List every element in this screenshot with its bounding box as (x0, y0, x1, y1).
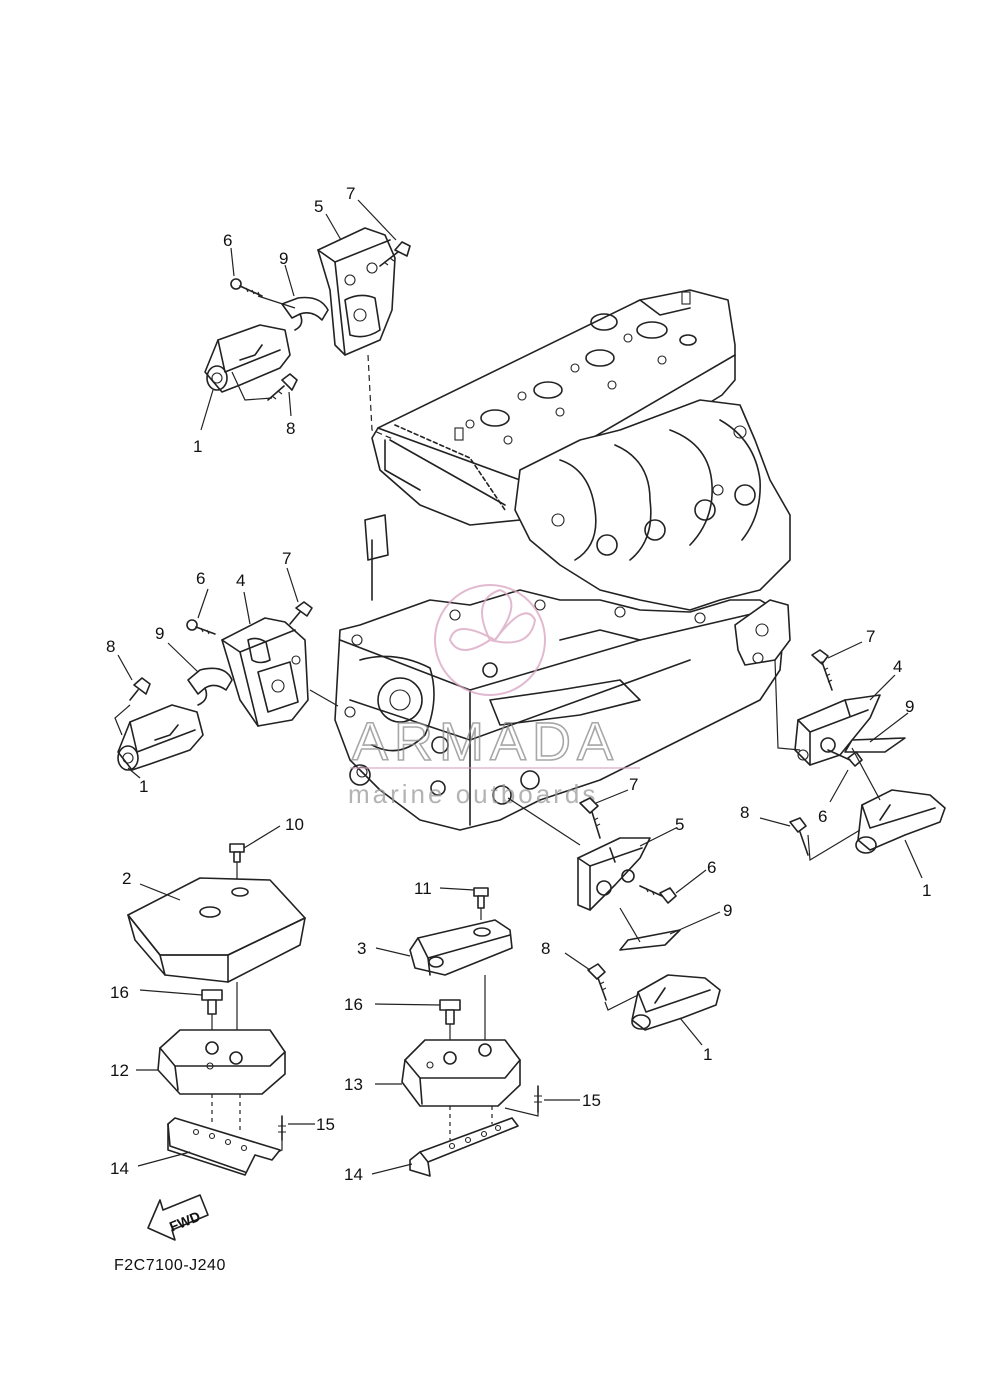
bolt-icon (186, 619, 216, 635)
bolt-icon (579, 797, 601, 839)
callout-13: 13 (344, 1075, 363, 1094)
callout-1: 1 (139, 777, 148, 796)
watermark-brand: ARMADA (352, 712, 619, 772)
bolt-icon (267, 373, 298, 401)
callout-7: 7 (346, 184, 355, 203)
callout-1: 1 (193, 437, 202, 456)
callout-15: 15 (316, 1115, 335, 1134)
mount-assembly-center (507, 789, 721, 1046)
callout-9: 9 (279, 249, 288, 268)
callout-6: 6 (196, 569, 205, 588)
bolt-icon (201, 989, 223, 1015)
mount-stack-center (371, 887, 580, 1177)
callout-9: 9 (155, 624, 164, 643)
callout-9: 9 (723, 901, 732, 920)
pin-icon (534, 1085, 542, 1113)
bolt-icon (473, 887, 489, 909)
mount-stack-left (127, 825, 315, 1176)
callout-5: 5 (675, 815, 684, 834)
watermark-tagline: marine outboards (348, 779, 598, 809)
callout-7: 7 (629, 775, 638, 794)
callout-8: 8 (740, 803, 749, 822)
diagram-code: F2C7100-J240 (114, 1257, 226, 1274)
callout-14: 14 (344, 1165, 363, 1184)
bolt-icon (811, 649, 833, 691)
callout-2: 2 (122, 869, 131, 888)
bolt-icon (379, 241, 411, 267)
callout-15: 15 (582, 1091, 601, 1110)
callout-9: 9 (905, 697, 914, 716)
callout-1: 1 (703, 1045, 712, 1064)
mount-assembly-right (759, 641, 946, 879)
callout-14: 14 (110, 1159, 129, 1178)
bolt-icon (587, 963, 607, 1001)
callout-7: 7 (282, 549, 291, 568)
forward-direction-arrow: FWD (147, 1194, 209, 1241)
bolt-icon (230, 278, 263, 297)
bolt-icon (129, 677, 151, 701)
callout-16: 16 (344, 995, 363, 1014)
pin-icon (278, 1115, 286, 1141)
bolt-icon (827, 749, 863, 767)
callout-labels: 6 5 7 9 1 8 6 7 4 9 8 1 7 4 9 6 8 1 7 5 … (106, 184, 931, 1184)
bolt-icon (639, 885, 677, 904)
callout-6: 6 (707, 858, 716, 877)
bolt-icon (789, 817, 809, 856)
bolt-icon (439, 999, 461, 1025)
callout-6: 6 (818, 807, 827, 826)
watermark-logo: ARMADA marine outboards (348, 584, 640, 809)
callout-4: 4 (236, 571, 245, 590)
callout-5: 5 (314, 197, 323, 216)
callout-1: 1 (922, 881, 931, 900)
callout-11: 11 (414, 879, 432, 898)
callout-8: 8 (286, 419, 295, 438)
callout-8: 8 (541, 939, 550, 958)
engine-block-illustration (334, 289, 791, 831)
callout-16: 16 (110, 983, 129, 1002)
callout-8: 8 (106, 637, 115, 656)
callout-10: 10 (285, 815, 304, 834)
mount-assembly-mid-left (114, 567, 339, 779)
callout-3: 3 (357, 939, 366, 958)
callout-7: 7 (866, 627, 875, 646)
bolt-icon (289, 601, 313, 625)
mount-assembly-upper-left (200, 199, 411, 441)
callout-6: 6 (223, 231, 232, 250)
callout-4: 4 (893, 657, 902, 676)
callout-12: 12 (110, 1061, 129, 1080)
bolt-icon (229, 843, 245, 863)
